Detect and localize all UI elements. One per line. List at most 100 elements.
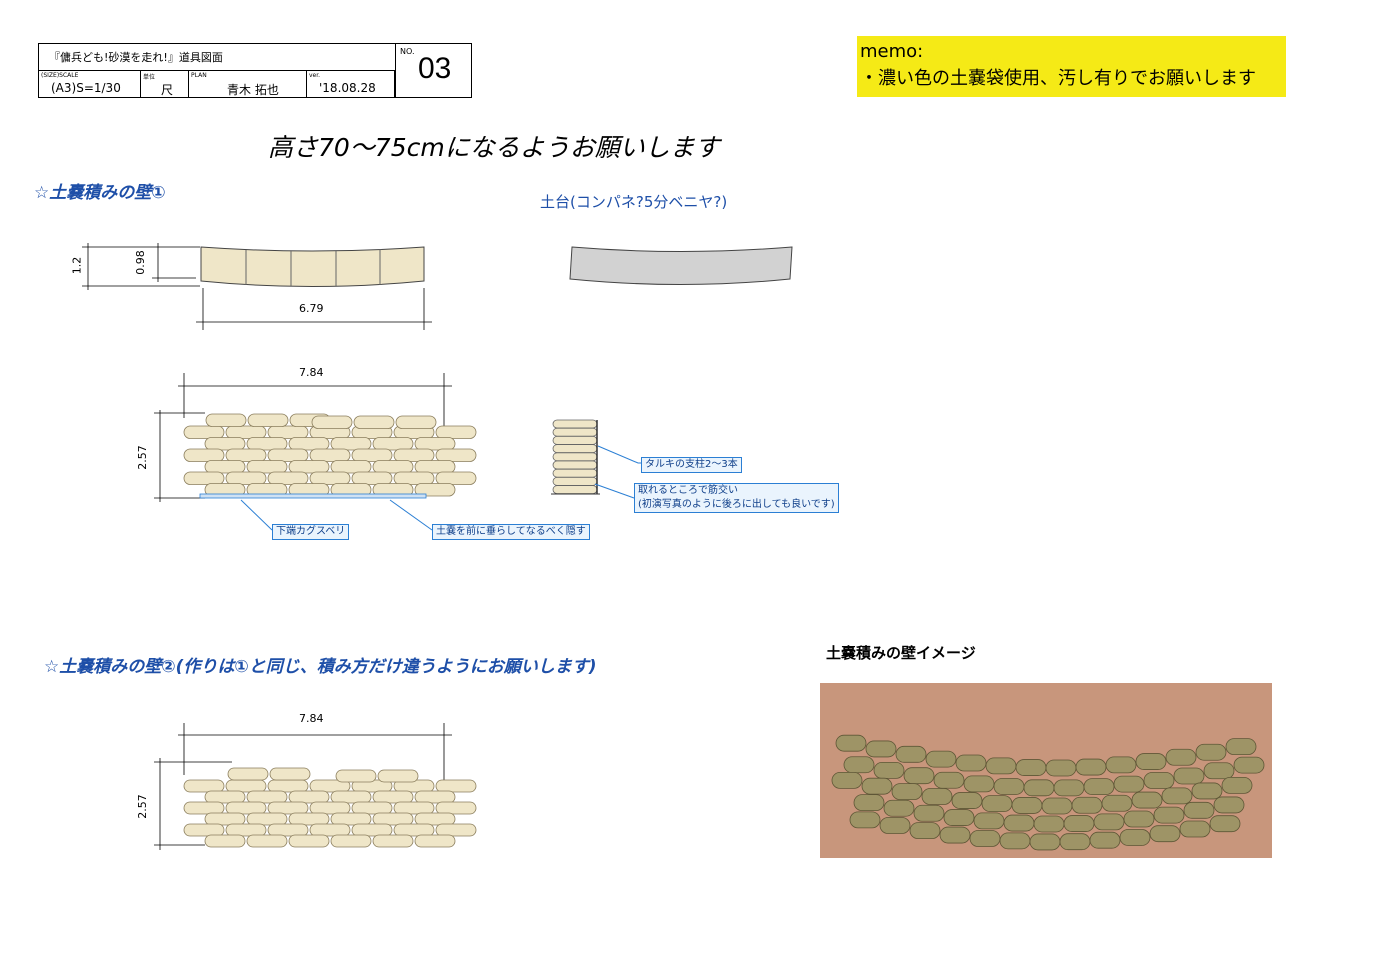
photo-sandbag	[1165, 748, 1197, 766]
sandbag	[351, 823, 393, 837]
wall2-dim-width: 7.84	[299, 712, 324, 725]
photo-sandbag	[1131, 791, 1163, 809]
sandbag	[267, 471, 309, 485]
sandbag	[351, 448, 393, 462]
photo-sandbag	[1029, 833, 1061, 851]
photo-sandbag	[1011, 797, 1043, 814]
sandbag	[183, 448, 225, 462]
photo-sandbag	[853, 794, 885, 812]
photo-sandbag	[1015, 759, 1047, 776]
sandbag	[330, 790, 372, 804]
sandbag	[330, 834, 372, 848]
photo-sandbag	[969, 830, 1001, 847]
sandbag	[309, 779, 351, 793]
photo-sandbag	[1041, 797, 1073, 815]
photo-sandbag	[861, 777, 893, 795]
sandbag	[205, 413, 247, 427]
side-sandbag	[552, 476, 598, 486]
photo-sandbag	[873, 762, 905, 779]
wall2-front-view	[183, 767, 477, 848]
photo-sandbag	[891, 783, 923, 801]
sandbag	[183, 471, 225, 485]
photo-sandbag	[1023, 779, 1055, 797]
sandbag	[225, 448, 267, 462]
drawing-number: 03	[418, 52, 452, 85]
sandbag	[414, 483, 456, 497]
photo-sandbag	[879, 817, 911, 834]
wall1-base-strip	[199, 493, 427, 499]
photo-sandbag	[921, 788, 953, 805]
wall1-front-view	[183, 413, 477, 497]
side-sandbag	[552, 452, 598, 462]
photo-sandbag	[1089, 831, 1121, 849]
photo-sandbag	[951, 792, 983, 809]
sandbag	[372, 790, 414, 804]
sandbag	[377, 769, 419, 783]
wall1-side-view	[551, 419, 600, 495]
sandbag	[414, 460, 456, 474]
sandbag	[435, 448, 477, 462]
scale-label: (SIZE)SCALE	[41, 72, 79, 79]
photo-sandbag	[1179, 820, 1211, 838]
photo-sandbag	[1195, 743, 1227, 761]
photo-sandbag	[1173, 767, 1205, 785]
photo-sandbag	[883, 799, 915, 817]
wall1-top-view-seams	[245, 250, 381, 286]
sandbag	[288, 460, 330, 474]
dim-height-front: 2.57	[135, 445, 149, 470]
photo-sandbag	[993, 778, 1025, 795]
sandbag	[183, 823, 225, 837]
memo-text: ・濃い色の土嚢袋使用、汚し有りでお願いします	[860, 68, 1256, 89]
memo-heading: memo:	[860, 41, 924, 62]
sandbag	[351, 801, 393, 815]
photo-sandbag	[1161, 787, 1193, 805]
title-block: 『傭兵ども!砂漠を走れ!』道具図面 NO. 03 (SIZE)SCALE (A3…	[38, 43, 472, 98]
dimension-lines	[82, 243, 452, 850]
photo-sandbag	[943, 809, 975, 826]
photo-sandbag	[1233, 756, 1265, 774]
sandbag	[225, 823, 267, 837]
photo-sandbag	[831, 771, 863, 789]
side-sandbag	[552, 435, 598, 445]
photo-sandbag	[913, 804, 945, 822]
unit-label: 単位	[143, 74, 156, 81]
photo-sandbag	[895, 745, 927, 763]
photo-sandbag	[1045, 759, 1077, 777]
photo-sandbag	[865, 740, 897, 758]
sandbag	[435, 425, 477, 439]
photo-sandbag	[1225, 738, 1257, 756]
unit-cell: 単位 尺	[141, 71, 189, 97]
sandbag	[183, 801, 225, 815]
photo-sandbag	[1003, 814, 1035, 832]
note-hide-bags: 土嚢を前に垂らしてなるべく隠す	[432, 524, 590, 540]
drawing-title: 『傭兵ども!砂漠を走れ!』道具図面	[39, 44, 395, 71]
sandbag	[267, 801, 309, 815]
sandbag	[393, 823, 435, 837]
photo-sandbag	[933, 771, 965, 789]
sandbag	[204, 437, 246, 451]
sandbag	[204, 460, 246, 474]
photo-sandbag	[1083, 778, 1115, 796]
sandbag-wall-photo	[820, 683, 1272, 858]
photo-sandbag	[1191, 782, 1223, 800]
image-section-title: 土嚢積みの壁イメージ	[826, 644, 976, 662]
memo-box: memo: ・濃い色の土嚢袋使用、汚し有りでお願いします	[857, 36, 1286, 97]
photo-sandbag	[843, 756, 875, 774]
sandbag	[309, 823, 351, 837]
sandbag	[414, 834, 456, 848]
photo-sandbag	[849, 811, 881, 829]
sandbag	[393, 448, 435, 462]
photo-sandbag	[1221, 777, 1253, 794]
sandbag	[330, 460, 372, 474]
photo-sandbag	[939, 826, 971, 844]
scale-cell: (SIZE)SCALE (A3)S=1/30	[39, 71, 141, 97]
sandbag	[288, 812, 330, 826]
sandbag	[225, 471, 267, 485]
version-label: ver.	[309, 72, 321, 79]
photo-sandbag	[1149, 825, 1181, 843]
photo-sandbag	[1105, 756, 1137, 774]
scale-value: (A3)S=1/30	[51, 81, 121, 95]
sandbag	[330, 437, 372, 451]
photo-sandbag	[1203, 762, 1235, 780]
